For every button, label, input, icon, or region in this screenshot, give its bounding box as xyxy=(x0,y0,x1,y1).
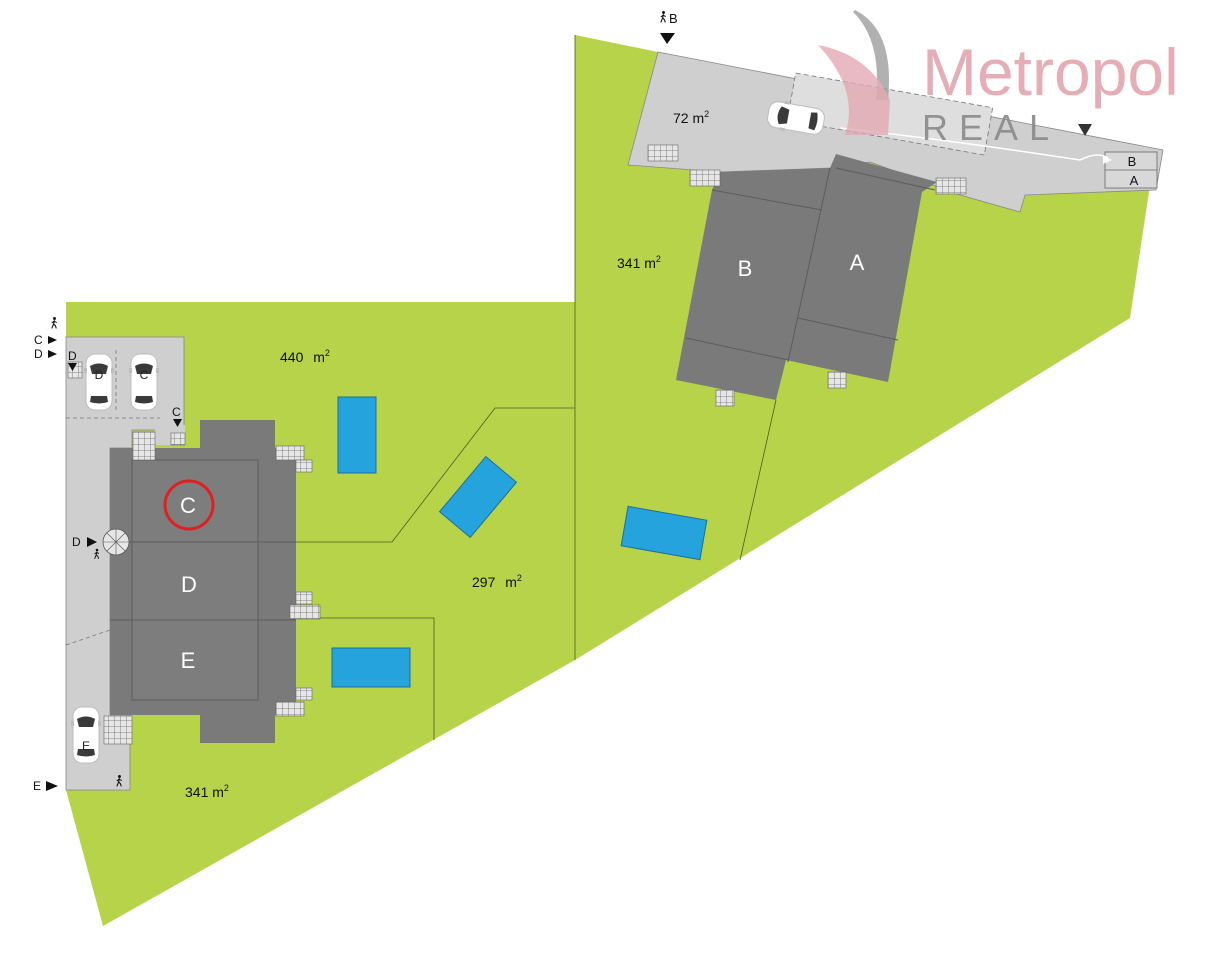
house-c-label: C xyxy=(180,493,196,518)
brand-sub: REAL xyxy=(922,107,1060,148)
house-d-label: D xyxy=(181,572,197,597)
turning-area xyxy=(786,72,994,156)
car-c: C xyxy=(129,353,159,411)
house-a-label: A xyxy=(850,250,865,275)
car-e-label: E xyxy=(82,739,90,753)
entrance-markers: C D D C D E B xyxy=(33,10,1092,793)
plot-boundaries xyxy=(295,35,777,740)
house-b-label: B xyxy=(738,256,753,281)
entrance-c-label: C xyxy=(34,333,43,347)
entrance-d-side-label: D xyxy=(72,535,81,549)
area-top-left: 440 m2 xyxy=(280,348,330,365)
car-d: D xyxy=(84,353,114,411)
logo-swoosh-grey xyxy=(853,10,890,100)
selected-house-marker xyxy=(163,479,215,531)
area-middle: 297 m2 xyxy=(472,573,522,590)
car-e: E xyxy=(71,706,101,764)
house-e-label: E xyxy=(181,648,196,673)
gate-b-label: B xyxy=(1128,154,1137,169)
entrance-d-stairs-label: D xyxy=(68,349,77,363)
pool-3 xyxy=(331,647,411,688)
pool-4 xyxy=(620,505,708,561)
entrance-e-label: E xyxy=(33,779,41,793)
building-cde xyxy=(110,420,296,743)
drive-path xyxy=(839,127,1111,161)
spiral-staircase xyxy=(102,528,130,556)
parking-dividers xyxy=(65,350,160,646)
area-parking: 72 m2 xyxy=(673,109,709,126)
pool-1 xyxy=(337,396,377,474)
area-right: 341 m2 xyxy=(617,254,661,271)
stairs xyxy=(67,144,967,745)
pool-2 xyxy=(438,455,518,539)
entrance-c-stairs-label: C xyxy=(172,405,181,419)
gate-a-label: A xyxy=(1130,173,1139,188)
brand-name: Metropol xyxy=(922,35,1179,109)
area-bottom-left: 341 m2 xyxy=(185,783,229,800)
building-ab xyxy=(676,154,937,400)
entrance-d-label: D xyxy=(34,347,43,361)
metropol-real-logo: Metropol REAL xyxy=(818,10,1179,148)
logo-swoosh-pink xyxy=(818,45,890,135)
entrance-b-top-label: B xyxy=(669,11,678,26)
car-d-label: D xyxy=(95,368,104,382)
car-c-label: C xyxy=(140,368,149,382)
